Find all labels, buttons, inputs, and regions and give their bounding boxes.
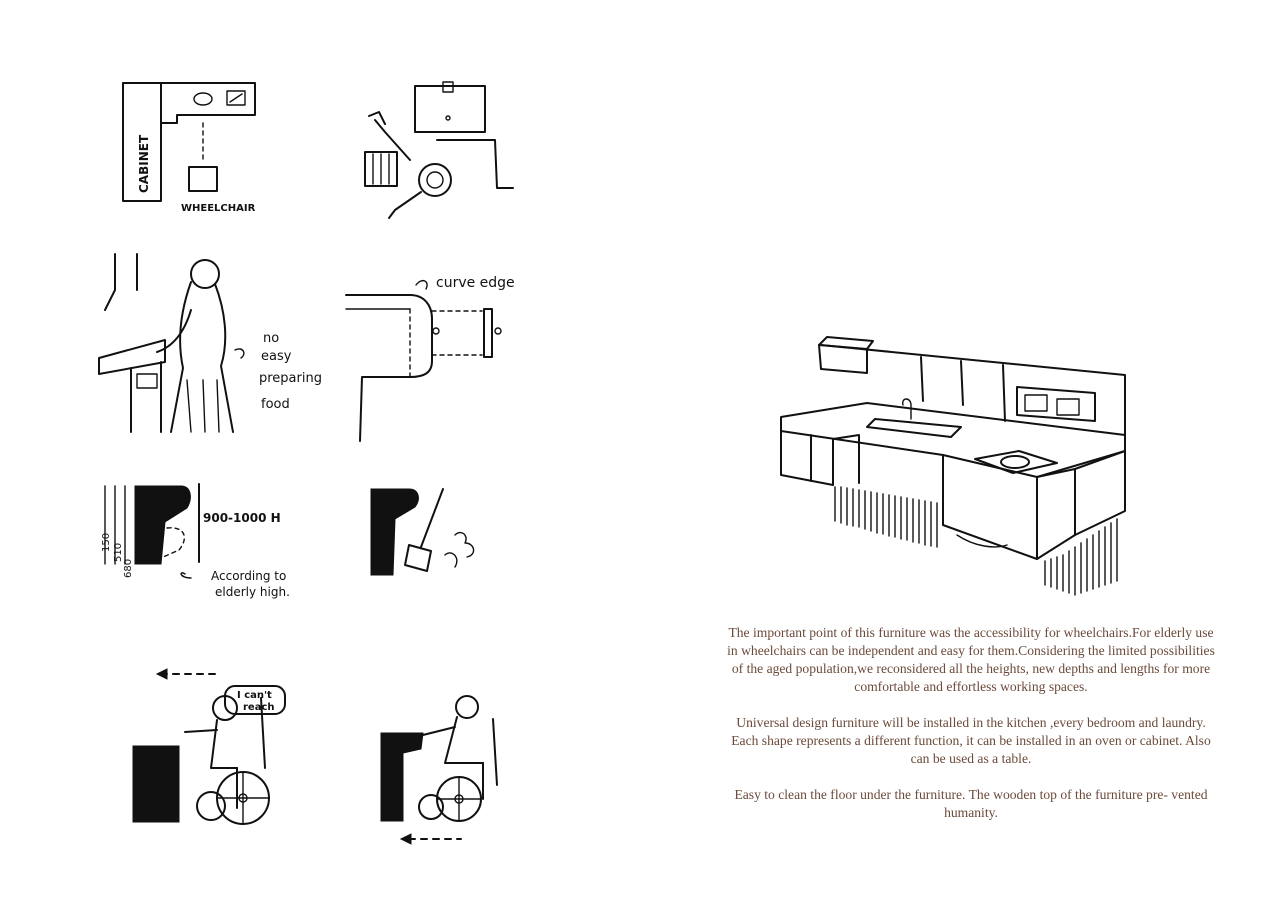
profile-hatched [135, 486, 190, 564]
wheel-small [197, 792, 225, 820]
counter-edge [437, 140, 513, 188]
height-label: 900-1000 H [203, 511, 281, 525]
broom-handle [421, 489, 443, 547]
broom-head [405, 545, 431, 571]
cabinet-plan-sketch: CABINET WHEELCHAIR [115, 75, 285, 214]
upper-cabinet-right [1017, 387, 1095, 421]
counter-section [346, 295, 432, 441]
note-easy: easy [261, 349, 292, 364]
counter-block [133, 746, 179, 822]
oven-handle [957, 535, 1007, 547]
chair-wheel-left [365, 152, 397, 186]
curve-edge-label: curve edge [436, 275, 515, 291]
cleaning-sketch [365, 485, 495, 585]
upper-cabinet-left [819, 345, 867, 373]
note-no: no [263, 331, 279, 346]
standing-person-sketch: no easy preparing food [95, 250, 322, 435]
arm-upper [375, 120, 410, 160]
person-head [213, 696, 237, 720]
person-body [211, 720, 237, 768]
sink [867, 419, 961, 437]
hatched-legs [835, 487, 1117, 595]
elderly-note-arrow [181, 573, 191, 578]
counter-outline [161, 83, 255, 123]
speech-line-a: I can't [237, 690, 272, 701]
person-body-2 [445, 717, 483, 763]
description-paragraph-1: The important point of this furniture wa… [727, 625, 1215, 694]
counter-top [781, 403, 1125, 477]
stove-box [227, 91, 245, 105]
wheelchair-label: WHEELCHAIR [181, 203, 256, 214]
sink-topview [415, 86, 485, 132]
person-head-2 [456, 696, 478, 718]
counter-block-2 [381, 733, 423, 821]
woman-back [171, 282, 191, 432]
profile-hatched-2 [371, 489, 418, 575]
person-arm-2 [423, 727, 455, 735]
chair-back-2 [493, 719, 497, 785]
description-paragraph-3: Easy to clean the floor under the furnit… [734, 787, 1208, 820]
speech-line-b: reach [243, 702, 275, 713]
cabinet-label: CABINET [137, 134, 151, 193]
stove [975, 451, 1057, 473]
oven-box [943, 455, 1037, 559]
description-block: The important point of this furniture wa… [724, 624, 1218, 822]
door-panel [484, 309, 492, 357]
kitchen-perspective-sketch [775, 335, 1145, 600]
wheelchair-plan [189, 167, 217, 191]
dim-510: 510 [113, 543, 124, 562]
wheel-small-2 [419, 795, 443, 819]
note-food: food [261, 397, 290, 412]
curve-edge-sketch: curve edge [340, 275, 515, 445]
person-arm [185, 730, 217, 732]
speech-bubble [225, 686, 285, 714]
note-preparing: preparing [259, 371, 322, 386]
cabinet-outline [123, 83, 161, 201]
upper-cabinet [105, 254, 115, 310]
dust-cloud [455, 533, 474, 557]
description-paragraph-2: Universal design furniture will be insta… [731, 715, 1211, 766]
woman-front [215, 284, 233, 432]
chair-back [261, 698, 265, 768]
curve-arrow [416, 281, 427, 289]
woman-arm [157, 310, 191, 352]
dim-150: 150 [101, 533, 112, 552]
elderly-note-line1: According to [211, 569, 286, 583]
elderly-note-line2: elderly high. [215, 585, 290, 599]
note-arrow [235, 349, 244, 358]
counter-side [99, 340, 165, 374]
base-left [781, 431, 833, 485]
dim-680: 680 [123, 559, 134, 578]
height-profile-sketch: 900-1000 H 150 510 680 According to elde… [101, 478, 290, 599]
sink-bowl [194, 93, 212, 105]
arm-lower [389, 192, 421, 218]
cant-reach-sketch: I can't reach [125, 668, 290, 828]
woman-head [191, 260, 219, 288]
reach-counter-sketch [375, 695, 515, 845]
person-head-topview [419, 164, 451, 196]
topview-wheelchair-sketch [355, 80, 520, 230]
